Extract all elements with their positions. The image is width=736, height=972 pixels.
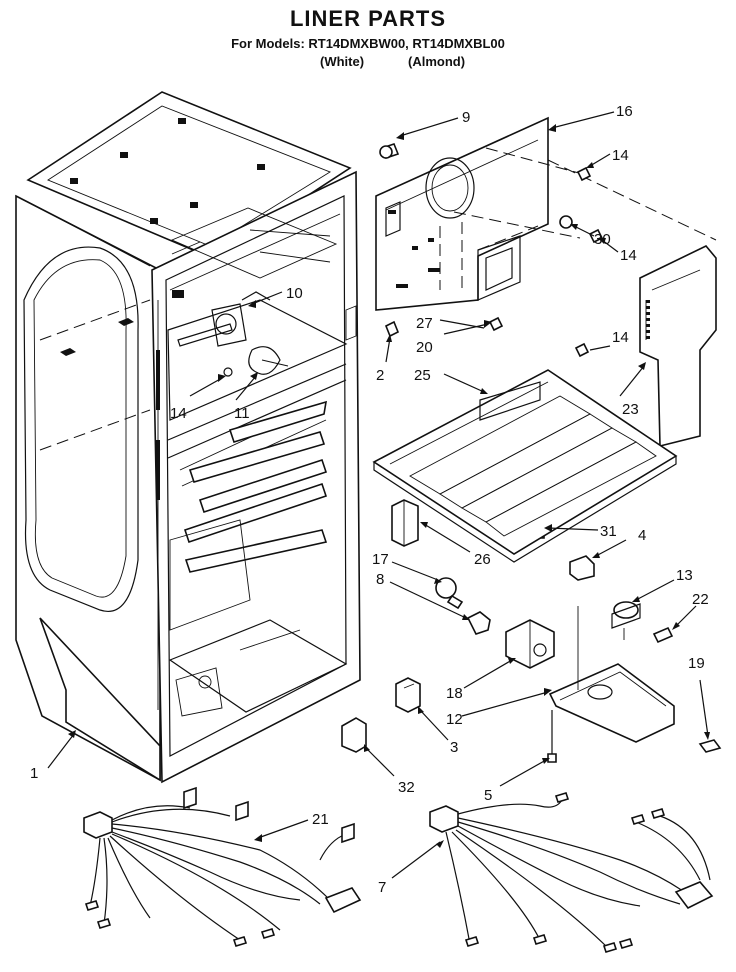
callout-25: 25 [414,367,431,384]
callout-21: 21 [312,811,329,828]
color-white-label: (White) [320,54,365,69]
callout-31: 31 [600,523,617,540]
wire-harness-7 [429,792,714,953]
callout-18: 18 [446,685,463,702]
callout-23: 23 [622,401,639,418]
callout-8: 8 [376,571,384,588]
lower-control-parts [341,555,722,763]
callout-14-fan: 14 [170,405,187,422]
callout-32: 32 [398,779,415,796]
duct-cover-23 [639,245,717,448]
callout-22: 22 [692,591,709,608]
callout-11: 11 [234,405,250,422]
evaporator-fan [177,291,289,377]
callout-2: 2 [376,367,384,384]
callout-27: 27 [416,315,433,332]
leader-lines [47,111,710,879]
callout-9: 9 [462,109,470,126]
callout-10: 10 [286,285,303,302]
callout-13: 13 [676,567,693,584]
callout-numbers: 9 16 14 30 14 10 27 20 14 2 25 14 11 23 … [30,103,709,896]
callout-17: 17 [372,551,389,568]
callout-20: 20 [416,339,433,356]
evaporator-tray-25 [372,369,678,563]
control-housing-26 [391,499,419,547]
page-title: LINER PARTS [289,6,447,31]
fasteners-upper [379,143,604,539]
callout-1: 1 [30,765,38,782]
callout-5: 5 [484,787,492,804]
callout-14-duct: 14 [620,247,637,264]
callout-12: 12 [446,711,463,728]
callout-26: 26 [474,551,491,568]
callout-14-tray: 14 [612,329,629,346]
callout-4: 4 [638,527,646,544]
liner-cabinet [15,91,361,784]
callout-3: 3 [450,739,458,756]
callout-19: 19 [688,655,705,672]
callout-7: 7 [378,879,386,896]
callout-30: 30 [594,231,611,248]
air-duct-panel-16 [375,116,717,311]
callout-16: 16 [616,103,633,120]
wire-harness-21 [83,786,362,947]
callout-14-upper: 14 [612,147,629,164]
model-numbers: For Models: RT14DMXBW00, RT14DMXBL00 [231,36,505,51]
color-almond-label: (Almond) [408,54,466,69]
